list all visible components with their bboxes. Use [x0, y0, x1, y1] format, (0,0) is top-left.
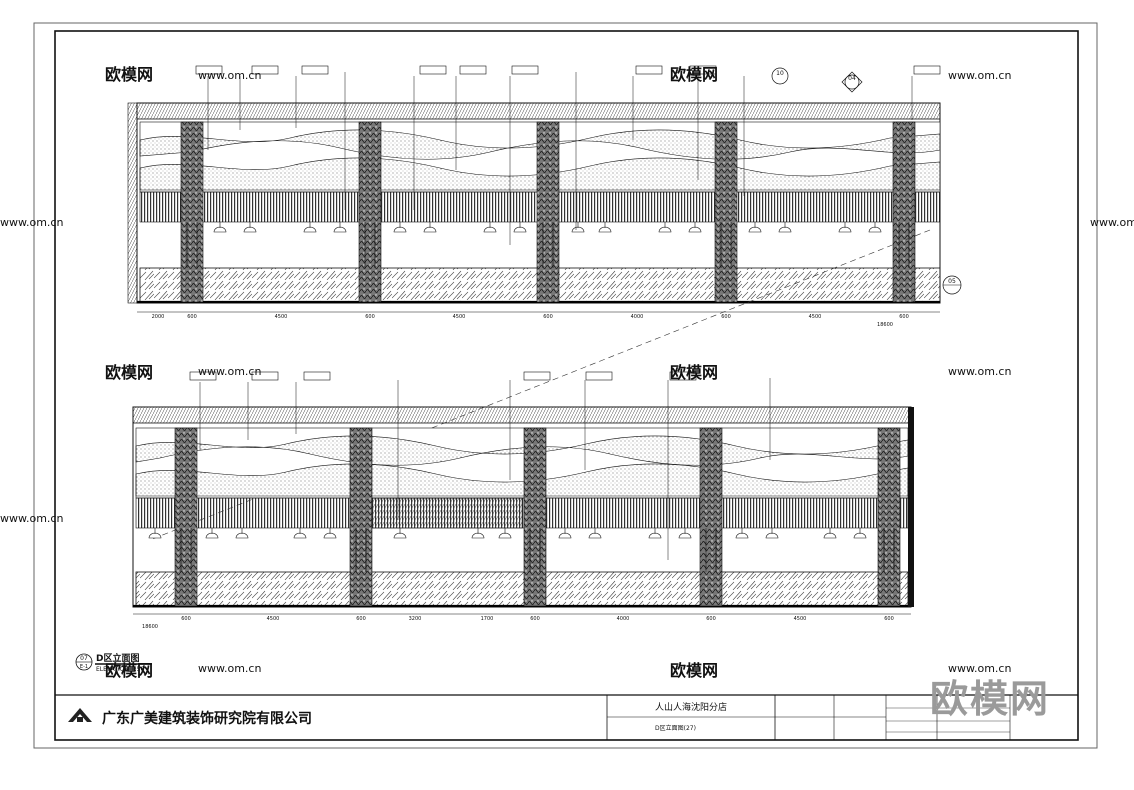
wm-2: www.om.cn — [948, 69, 1011, 82]
dim-top-2: 4500 — [275, 314, 288, 320]
view-tag-sheet: E-1 — [80, 664, 88, 670]
wm-3: www.om.cn — [0, 216, 63, 229]
dim-bot-1: 4500 — [267, 616, 280, 622]
dim-top-5: 600 — [543, 314, 553, 320]
dim-bot-6: 4000 — [617, 616, 630, 622]
wm-brand-1: 欧模网 — [105, 65, 153, 84]
wm-5: www.om.cn — [198, 365, 261, 378]
dim-bot-3: 3200 — [409, 616, 422, 622]
dim-top-8: 4500 — [809, 314, 822, 320]
dim-bot-9: 600 — [884, 616, 894, 622]
dim-bot-0: 600 — [181, 616, 191, 622]
project-name: 人山人海沈阳分店 — [655, 701, 727, 713]
view-tag: 07 E-1 D区立面图 ELEVATION 1:50 — [75, 652, 152, 673]
dim-bot-7: 600 — [706, 616, 716, 622]
gm-logo-icon — [68, 708, 92, 722]
dim-bot-5: 600 — [530, 616, 540, 622]
wm-brand-3: 欧模网 — [105, 363, 153, 382]
wm-1: www.om.cn — [198, 69, 261, 82]
tag-04: 04 — [848, 75, 856, 82]
wm-9: www.om.cn — [948, 662, 1011, 675]
dim-bot-4: 1700 — [481, 616, 494, 622]
wm-brand-5: 欧模网 — [105, 661, 153, 680]
brand-watermarks: 欧模网 欧模网 欧模网 欧模网 欧模网 欧模网 — [105, 65, 718, 680]
dim-bot-8: 4500 — [794, 616, 807, 622]
dim-top-0: 2000 — [152, 314, 165, 320]
top-elevation: 10 04 05 2000 600 4500 600 4500 600 4000… — [127, 65, 962, 541]
dim-bot-total: 18600 — [142, 624, 158, 630]
company-name: 广东广美建筑装饰研究院有限公司 — [102, 710, 312, 727]
view-tag-title: D区立面图 — [96, 652, 139, 664]
wm-6: www.om.cn — [948, 365, 1011, 378]
outer-frame — [33, 22, 1098, 749]
view-tag-subtitle: ELEVATION 1:50 — [96, 666, 144, 673]
wm-8: www.om.cn — [198, 662, 261, 675]
drawing-title: D区立面图(27) — [655, 724, 696, 732]
tag-05: 05 — [948, 278, 956, 285]
wm-brand-4: 欧模网 — [670, 363, 718, 382]
dim-top-1: 600 — [187, 314, 197, 320]
view-tag-number: 07 — [80, 655, 88, 662]
dim-top-total: 18600 — [877, 322, 893, 328]
tag-10: 10 — [776, 70, 784, 77]
wm-4: www.om.cn — [1090, 216, 1134, 229]
inner-frame — [54, 30, 1079, 741]
title-block: 广东广美建筑装饰研究院有限公司 人山人海沈阳分店 D区立面图(27) — [55, 694, 1078, 740]
dim-top-3: 600 — [365, 314, 375, 320]
dim-top-6: 4000 — [631, 314, 644, 320]
wm-brand-6: 欧模网 — [670, 661, 718, 680]
dim-bot-2: 600 — [356, 616, 366, 622]
dim-top-4: 4500 — [453, 314, 466, 320]
wm-brand-2: 欧模网 — [670, 65, 718, 84]
wm-7: www.om.cn — [0, 512, 63, 525]
brand-watermark-large: 欧模网 — [930, 677, 1051, 721]
dim-top-7: 600 — [721, 314, 731, 320]
watermarks: www.om.cn www.om.cn www.om.cn www.om.cn … — [0, 69, 1134, 675]
dim-top-9: 600 — [899, 314, 909, 320]
bottom-elevation: 600 4500 600 3200 1700 600 4000 600 4500… — [132, 371, 914, 630]
